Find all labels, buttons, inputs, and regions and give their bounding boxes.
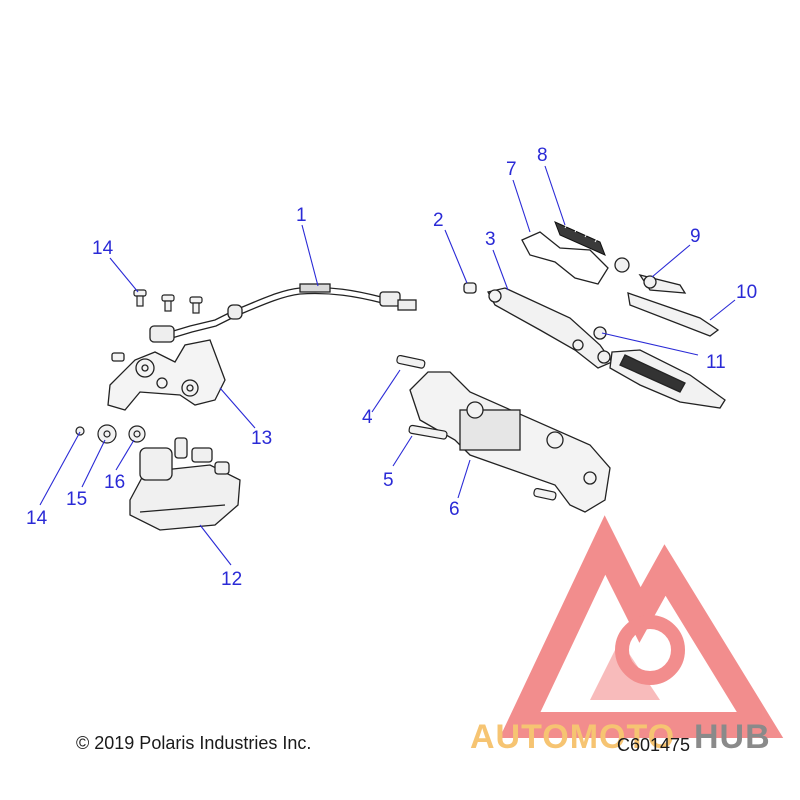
watermark-brand-automoto: AUTOMOTO [470, 718, 676, 756]
leader-lines [39, 165, 736, 566]
callout-2: 2 [433, 210, 444, 231]
callout-10: 10 [736, 282, 758, 303]
callout-16: 16 [104, 472, 126, 493]
bolts-top [133, 289, 203, 314]
shift-bracket [107, 339, 226, 411]
callout-5: 5 [383, 470, 394, 491]
callout-14-bottom: 14 [26, 508, 48, 529]
callout-8: 8 [537, 145, 548, 166]
callout-4: 4 [362, 407, 373, 428]
copyright-text: © 2019 Polaris Industries Inc. [76, 733, 312, 753]
callout-6: 6 [449, 499, 460, 520]
spring-coil [554, 221, 606, 256]
spring-cage [521, 231, 609, 285]
shift-cable [149, 283, 417, 343]
shift-plate [409, 371, 611, 513]
hardware-left [75, 424, 146, 444]
callout-13: 13 [251, 428, 273, 449]
callout-9: 9 [690, 226, 701, 247]
shift-actuator [129, 437, 241, 531]
callout-12: 12 [221, 569, 243, 590]
callout-11: 11 [706, 352, 726, 373]
callout-14-top: 14 [92, 238, 114, 259]
shift-fork-parts [614, 257, 720, 337]
shift-link [463, 282, 613, 369]
callout-1: 1 [296, 205, 307, 226]
callout-3: 3 [485, 229, 496, 250]
plate-bolts [396, 354, 557, 501]
automotohub-logo [499, 515, 784, 738]
diagram-code: C601475 [617, 735, 691, 755]
callout-15: 15 [66, 489, 88, 510]
spring-pack-lower [593, 326, 726, 409]
watermark-brand-hub: HUB [694, 718, 771, 756]
callout-7: 7 [506, 159, 517, 180]
